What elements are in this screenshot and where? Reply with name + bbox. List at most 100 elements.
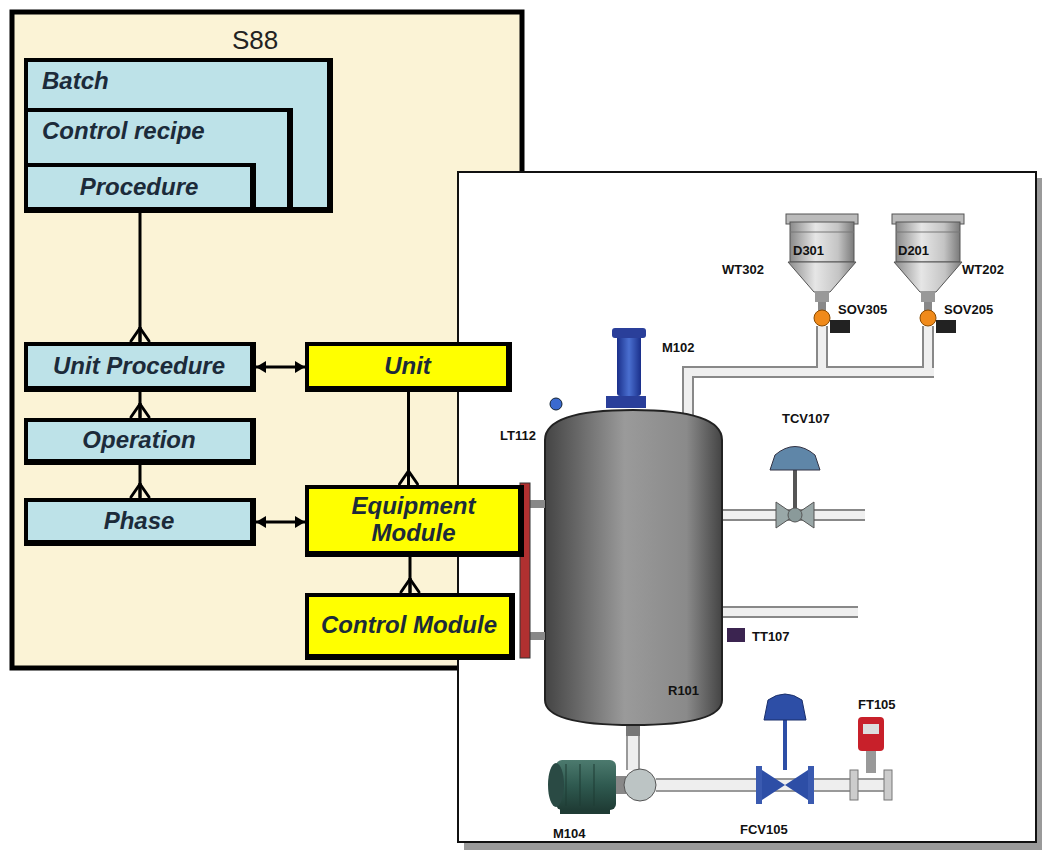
tag-label: WT302 [722,262,764,277]
temperature-pipes [715,515,865,612]
feed-pipe [688,326,934,418]
connector-line [139,213,142,342]
relation-connector [400,392,418,485]
crow-foot [140,484,149,497]
flow-control-valve [785,770,808,800]
node-label: Operation [76,427,201,454]
procedure-box: Phase [24,498,256,546]
level-transmitter [550,398,562,410]
equipment-box: Equipment Module [305,485,524,557]
tag-label: TCV107 [782,411,830,426]
relation-connector [131,392,149,418]
tag-label: R101 [668,683,699,698]
nested-box: BatchControl recipeProcedure [24,58,333,213]
control-valve-tcv [788,508,802,522]
tag-label: LT112 [500,428,536,443]
node-label: Unit Procedure [47,353,231,380]
sight-glass [530,632,545,640]
hopper-d301 [790,232,854,233]
reactor-vessel [545,410,722,725]
agitator-motor [612,328,646,338]
hopper-d201 [896,232,960,233]
connector-line [139,465,142,498]
tag-label: FT105 [858,697,896,712]
agitator-motor [617,334,641,396]
hopper-d201 [921,292,935,302]
crow-foot [131,404,140,417]
control-valve-tcv [793,470,797,508]
crow-foot [410,579,419,592]
procedure-box: Unit Procedure [24,342,256,392]
framework-panel: S88BatchControl recipeProcedureUnit Proc… [12,12,522,668]
hopper-d201 [892,214,964,312]
relation-connector [401,557,419,593]
solenoid-valve [936,320,956,333]
node-label: Phase [98,508,181,535]
crow-foot [140,328,149,341]
arrow-head [256,516,266,528]
crow-foot [409,471,418,484]
flow-transmitter [850,717,892,800]
flow-control-valve [783,720,787,770]
flow-transmitter [858,717,884,751]
relation-connector [131,213,149,342]
control-valve-tcv [770,447,820,529]
hopper-d201 [896,222,960,262]
plant-panel [458,172,1042,850]
hopper-d301 [786,214,858,312]
relation-connector [256,516,305,528]
s88-panel-ground [12,12,522,668]
crow-foot [401,579,410,592]
feed-pipe [688,326,934,418]
plant-panel [458,172,1036,842]
procedure-box: Operation [24,418,256,465]
agitator-motor [606,396,646,408]
flow-transmitter [866,751,876,773]
hopper-d201 [894,262,962,292]
tag-label: FCV105 [740,822,788,837]
node-label: Control recipe [42,118,205,145]
crow-foot [400,471,409,484]
crow-foot [140,404,149,417]
flow-control-valve [762,770,785,800]
relation-connector [131,465,149,498]
arrow-head [256,361,266,373]
temperature-transmitter [727,628,745,642]
flow-transmitter [850,770,858,800]
flow-control-valve [808,766,814,804]
control-valve-tcv [770,447,820,471]
temperature-pipes [715,515,865,612]
level-transmitter [550,398,562,410]
flow-control-valve [756,694,814,804]
sight-glass [530,500,545,508]
solenoid-valve [814,310,830,326]
flow-control-valve [756,766,762,804]
agitator-motor [606,328,646,408]
tag-label: TT107 [752,629,790,644]
pump-motor [548,763,564,807]
flow-transmitter [884,770,892,800]
tag-label: SOV305 [838,302,887,317]
pump-motor [594,764,595,806]
equipment-box: Unit [305,342,512,392]
node-label: Batch [42,68,109,95]
temperature-transmitter [727,628,745,642]
tag-label: D301 [793,243,824,258]
node-label: Control Module [315,612,503,639]
tag-label: WT202 [962,262,1004,277]
pump-motor [566,764,567,806]
crow-foot [131,484,140,497]
pump-motor [624,769,656,801]
hopper-d301 [788,262,856,292]
node-label: Equipment Module [309,493,518,547]
solenoid-valve [920,310,936,326]
crow-foot [131,328,140,341]
flow-transmitter [863,724,879,734]
tag-label: SOV205 [944,302,993,317]
pump-motor [556,760,616,810]
temperature-pipes [715,515,865,612]
connector-line [409,557,412,593]
equipment-box: Control Module [305,593,515,660]
flow-control-valve [764,694,806,720]
